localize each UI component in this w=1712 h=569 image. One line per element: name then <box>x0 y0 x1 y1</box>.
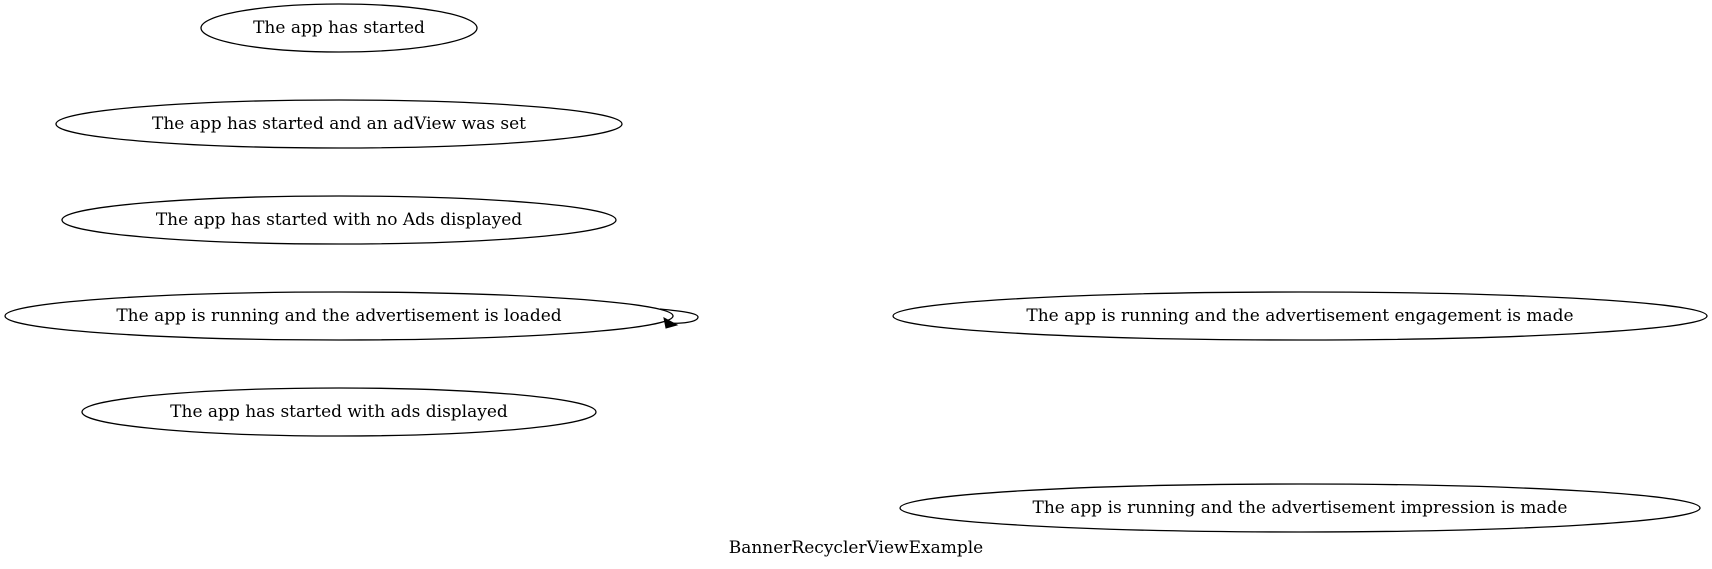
node-app-running-ad-loaded-ellipse <box>4 291 674 341</box>
node-app-started-no-ads: The app has started with no Ads displaye… <box>61 195 617 245</box>
node-app-running-ad-impression-ellipse <box>899 483 1701 533</box>
node-app-started-ads-displayed-label: The app has started with ads displayed <box>170 402 508 422</box>
node-app-started-label: The app has started <box>253 18 425 38</box>
node-app-running-ad-impression: The app is running and the advertisement… <box>899 483 1701 533</box>
graph-title: BannerRecyclerViewExample <box>729 538 984 558</box>
node-app-running-ad-loaded-label: The app is running and the advertisement… <box>116 306 561 326</box>
node-app-started-adview: The app has started and an adView was se… <box>55 99 623 149</box>
edge-self-loop-ad-loaded <box>659 308 699 329</box>
node-app-started-no-ads-ellipse <box>61 195 617 245</box>
node-app-running-ad-impression-label: The app is running and the advertisement… <box>1033 498 1568 518</box>
node-app-started-adview-label: The app has started and an adView was se… <box>152 114 526 134</box>
self-loop-arrowhead <box>663 317 679 329</box>
node-app-started-no-ads-label: The app has started with no Ads displaye… <box>156 210 522 230</box>
node-app-started-ads-displayed-ellipse <box>81 387 597 437</box>
node-app-started-ads-displayed: The app has started with ads displayed <box>81 387 597 437</box>
node-app-running-ad-engagement-label: The app is running and the advertisement… <box>1026 306 1573 326</box>
self-loop-path <box>659 308 699 324</box>
node-app-started-adview-ellipse <box>55 99 623 149</box>
node-app-running-ad-engagement-ellipse <box>892 291 1708 341</box>
node-app-started: The app has started <box>200 3 478 53</box>
node-app-running-ad-loaded: The app is running and the advertisement… <box>4 291 674 341</box>
node-app-running-ad-engagement: The app is running and the advertisement… <box>892 291 1708 341</box>
node-app-started-ellipse <box>200 3 478 53</box>
